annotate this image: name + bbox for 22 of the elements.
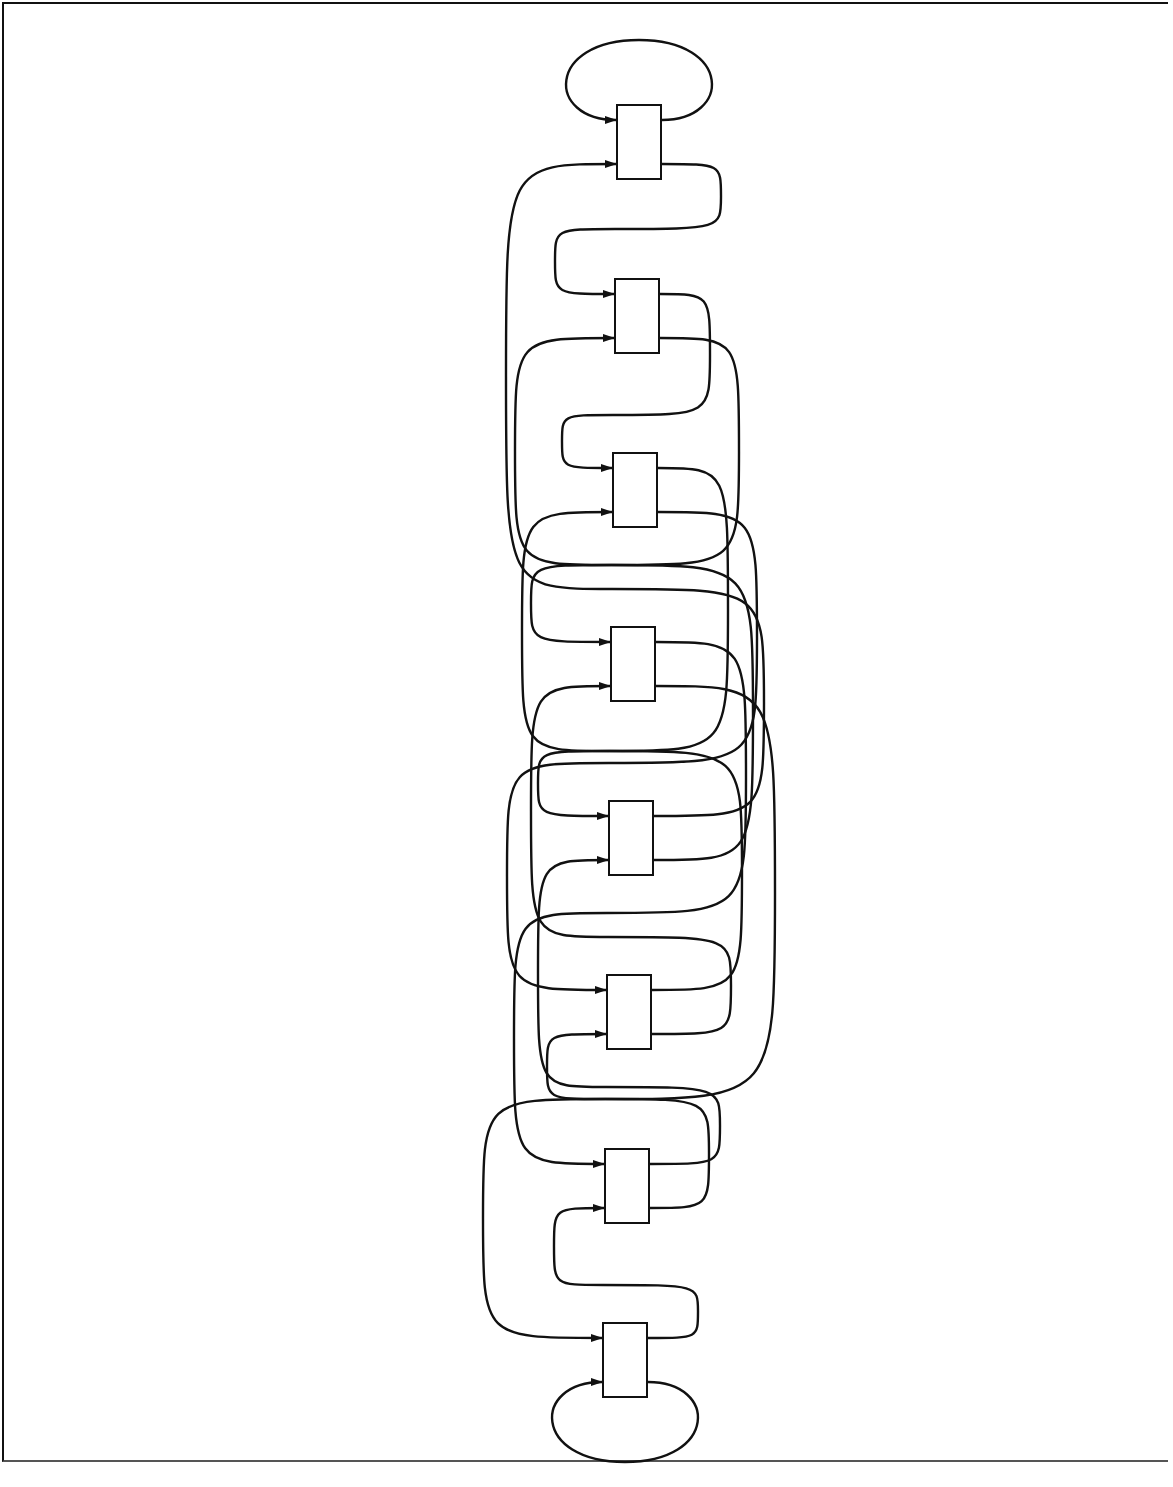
arrow	[529, 682, 733, 1036]
process-box	[612, 452, 658, 528]
process-box	[608, 800, 654, 876]
process-box	[610, 626, 656, 702]
arrow	[529, 336, 741, 646]
arrow	[513, 334, 755, 862]
arrow	[560, 292, 712, 472]
arrow	[552, 1204, 700, 1340]
arrow	[565, 38, 713, 123]
arrow	[512, 640, 748, 1168]
arrow	[481, 684, 777, 1342]
arrow	[545, 1030, 711, 1210]
process-box	[616, 104, 662, 180]
process-box	[614, 278, 660, 354]
arrow	[504, 160, 766, 818]
arrow	[536, 466, 730, 820]
process-box	[604, 1148, 650, 1224]
arrow	[553, 162, 723, 298]
process-box	[606, 974, 652, 1050]
process-box	[602, 1322, 648, 1398]
arrow	[536, 856, 722, 1166]
arrow	[551, 1379, 699, 1464]
